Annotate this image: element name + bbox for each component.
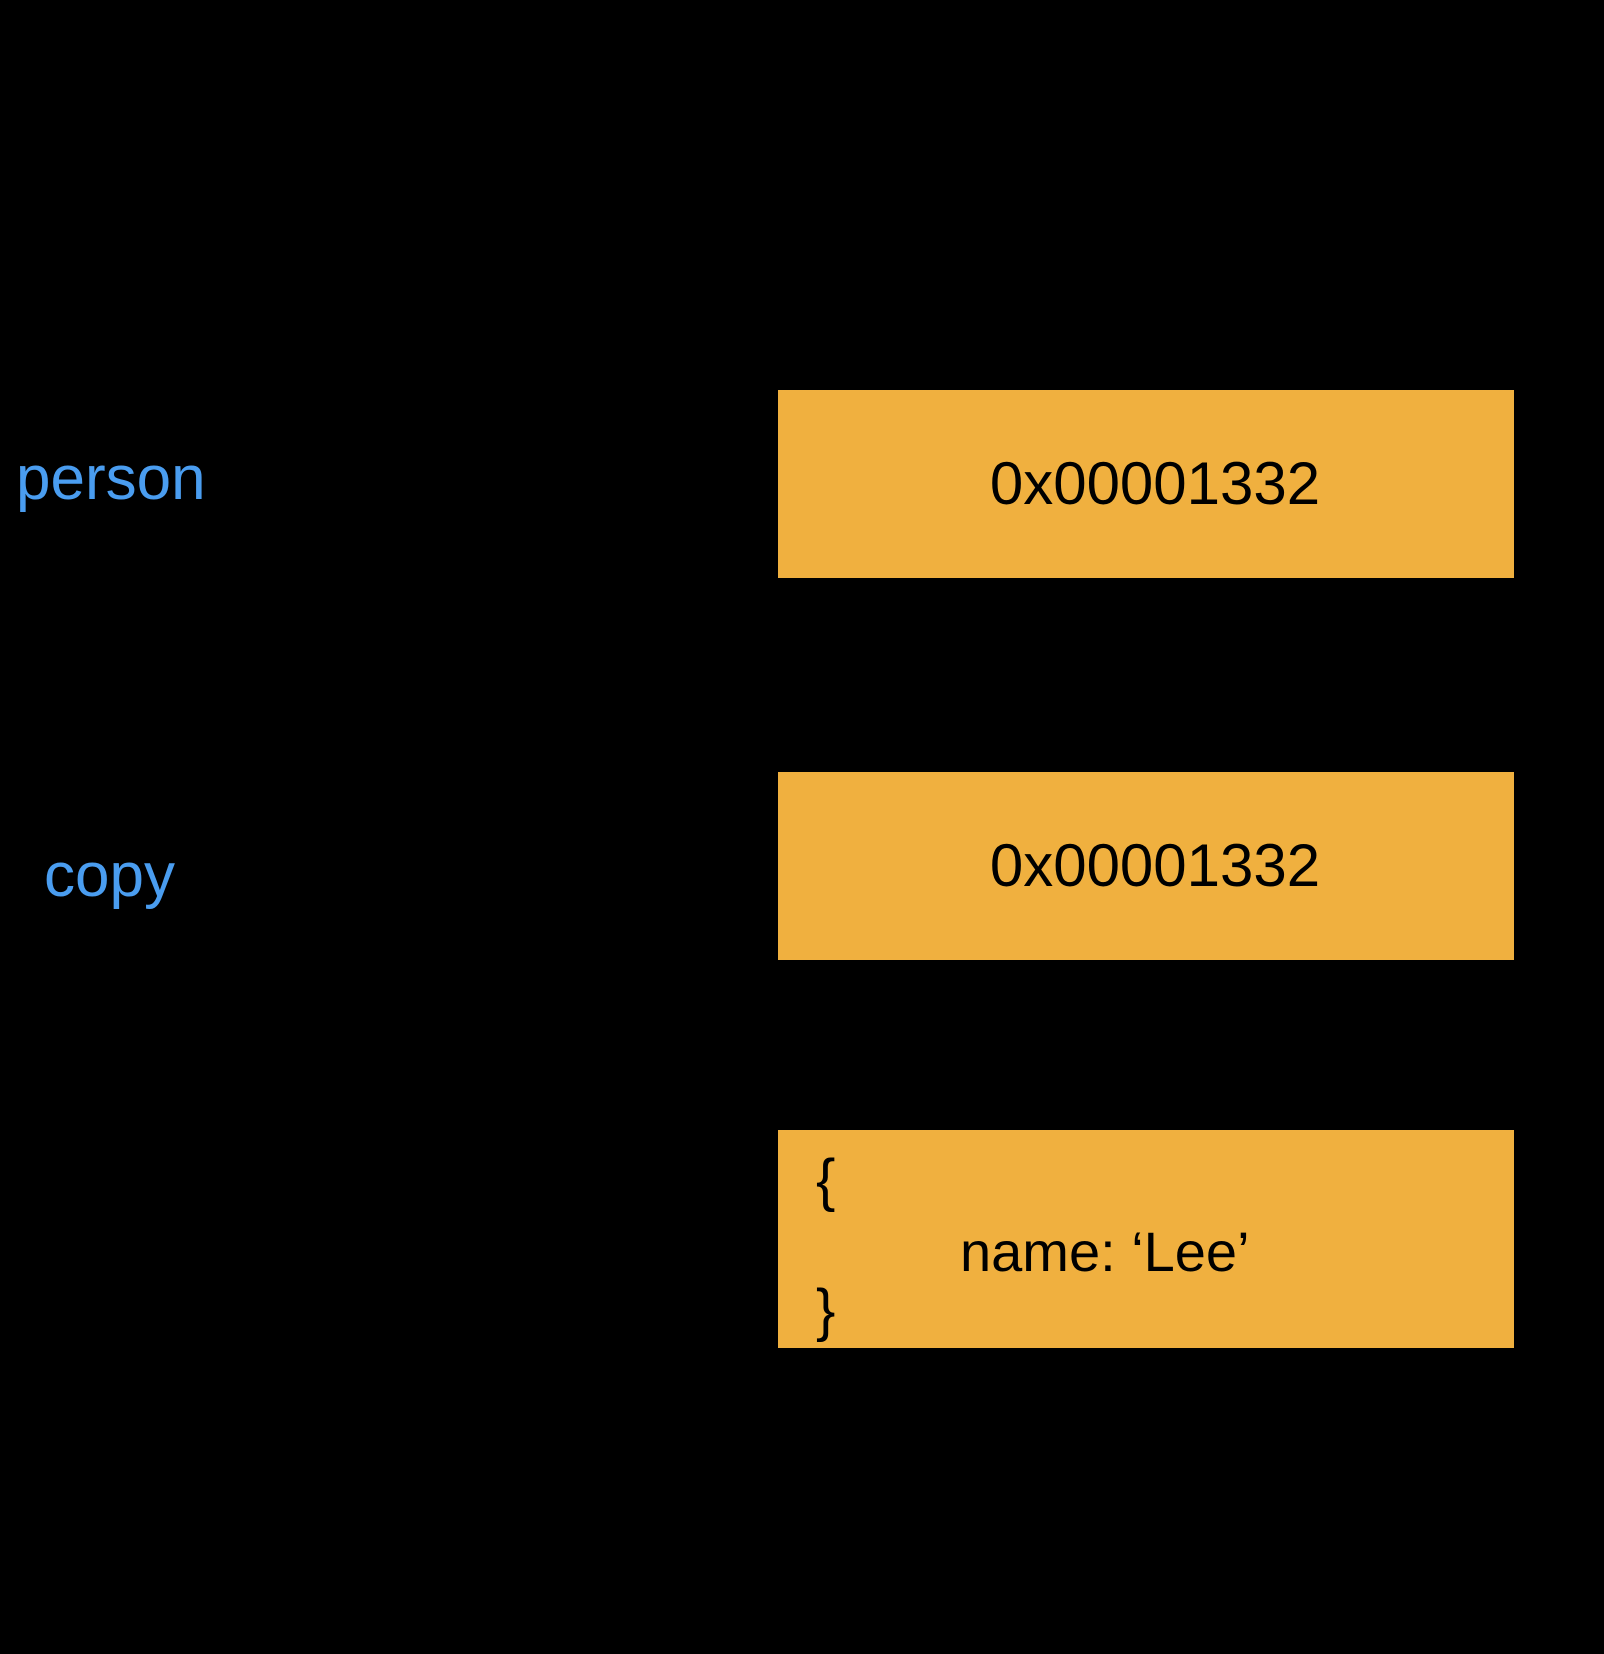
variable-label-person: person (16, 444, 206, 513)
memory-cell-person: 0x00001332 (778, 390, 1514, 578)
memory-cell-copy-value: 0x00001332 (989, 832, 1321, 899)
memory-cell-person-value: 0x00001332 (989, 450, 1321, 517)
object-property-name: name: ‘Lee’ (960, 1220, 1250, 1283)
memory-cell-heap-object: { name: ‘Lee’ } (778, 1130, 1514, 1348)
object-open-brace: { (816, 1148, 836, 1213)
object-literal: { name: ‘Lee’ } (778, 1130, 1514, 1348)
variable-label-copy: copy (44, 841, 175, 910)
memory-cell-copy: 0x00001332 (778, 772, 1514, 960)
object-close-brace: } (816, 1278, 836, 1343)
